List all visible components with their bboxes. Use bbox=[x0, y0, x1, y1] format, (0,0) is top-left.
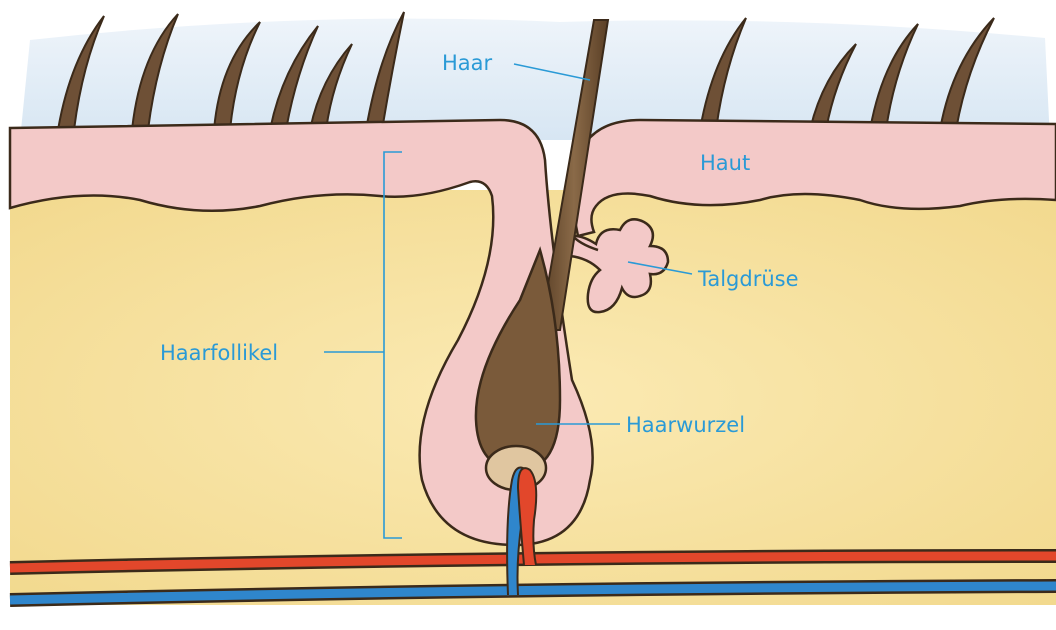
label-haarwurzel: Haarwurzel bbox=[626, 413, 745, 437]
label-haar: Haar bbox=[442, 51, 493, 75]
label-haarfollikel: Haarfollikel bbox=[160, 341, 278, 365]
label-talgdruese: Talgdrüse bbox=[697, 267, 799, 291]
label-haut: Haut bbox=[700, 151, 750, 175]
